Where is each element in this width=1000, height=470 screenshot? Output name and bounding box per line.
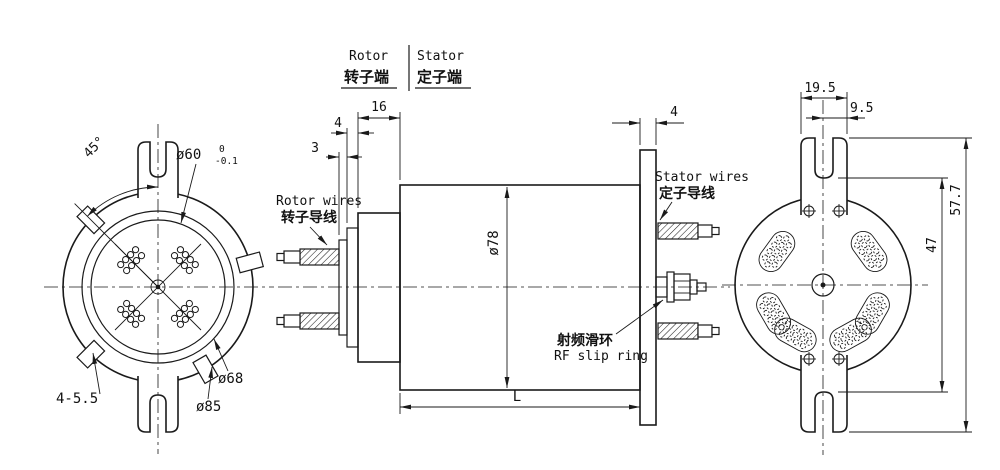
dim-47-group: 47 [838,177,948,393]
section-view: Rotor 转子端 Stator 定子端 [276,45,749,426]
dim-16: 16 [371,100,387,115]
front-view: 45° ø60 0 -0.1 ø68 ø85 4-5.5 [44,124,274,454]
label-rf-en: RF slip ring [554,349,648,364]
rotor-plate-3 [338,239,348,336]
dim-d78: ø78 [486,230,502,255]
dim-47: 47 [925,237,940,253]
label-stator-wires-cn: 定子导线 [659,185,715,202]
dim-holes: 4-5.5 [56,391,98,407]
rf-callout: 射频滑环 RF slip ring [554,299,664,364]
dim-16-group: 16 [357,100,401,208]
label-stator-cn: 定子端 [417,68,462,86]
rotor-wire-bundle-bottom [276,312,340,330]
rear-bottom-fork [800,355,848,433]
dim-9-5-group: 9.5 [806,101,873,121]
d68-callout: ø68 [213,338,243,387]
dim-19-5-group: 19.5 [800,81,848,134]
stator-wires-callout: Stator wires 定子导线 [655,170,749,221]
dim-d60-tol-upper: 0 [219,144,225,155]
dim-d60-tol-lower: -0.1 [215,156,238,167]
dim-4-right: 4 [670,105,678,120]
dim-3-group: 3 [311,141,362,235]
holes-callout: 4-5.5 [56,352,101,407]
dim-4-right-group: 4 [612,105,684,145]
rotor-wires-callout: Rotor wires 转子导线 [276,194,362,246]
dim-L: L [513,389,521,405]
screw-holes [802,204,846,366]
dim-L-group: L [399,389,640,414]
stator-flange [639,149,657,426]
dim-57-7: 57.7 [949,184,964,215]
rear-view: 19.5 9.5 47 57.7 [722,81,972,455]
label-rotor-en: Rotor [349,49,388,64]
dim-9-5: 9.5 [850,101,873,116]
angle-ref-line [74,203,159,288]
dim-57-7-group: 57.7 [849,137,972,433]
label-rotor-wires-cn: 转子导线 [281,209,337,226]
dim-4-left: 4 [334,116,342,131]
dim-4-left-group: 4 [331,116,374,223]
front-bottom-fork [137,376,179,433]
d60-callout: ø60 0 -0.1 [176,144,238,224]
dim-d60: ø60 [176,147,201,163]
dim-3: 3 [311,141,319,156]
dim-d78-group: ø78 [486,187,510,388]
dim-d85: ø85 [196,399,221,415]
d85-callout: ø85 [196,366,221,415]
dim-angle: 45° [81,134,108,161]
rotor-wire-bundle-top [276,248,340,266]
dim-19-5: 19.5 [804,81,835,96]
rear-top-fork [800,137,848,215]
label-stator-en: Stator [417,49,464,64]
rotor-plate-4 [346,227,359,348]
stator-wire-bundle-top [657,222,720,240]
stator-wire-bundle-bottom [657,322,720,340]
label-rf-cn: 射频滑环 [556,332,613,349]
rotor-flange [357,212,401,363]
angle-arc [86,184,159,217]
label-rotor-wires-en: Rotor wires [276,194,362,209]
dim-d68: ø68 [218,371,243,387]
label-rotor-cn: 转子端 [344,68,389,86]
label-stator-wires-en: Stator wires [655,170,749,185]
